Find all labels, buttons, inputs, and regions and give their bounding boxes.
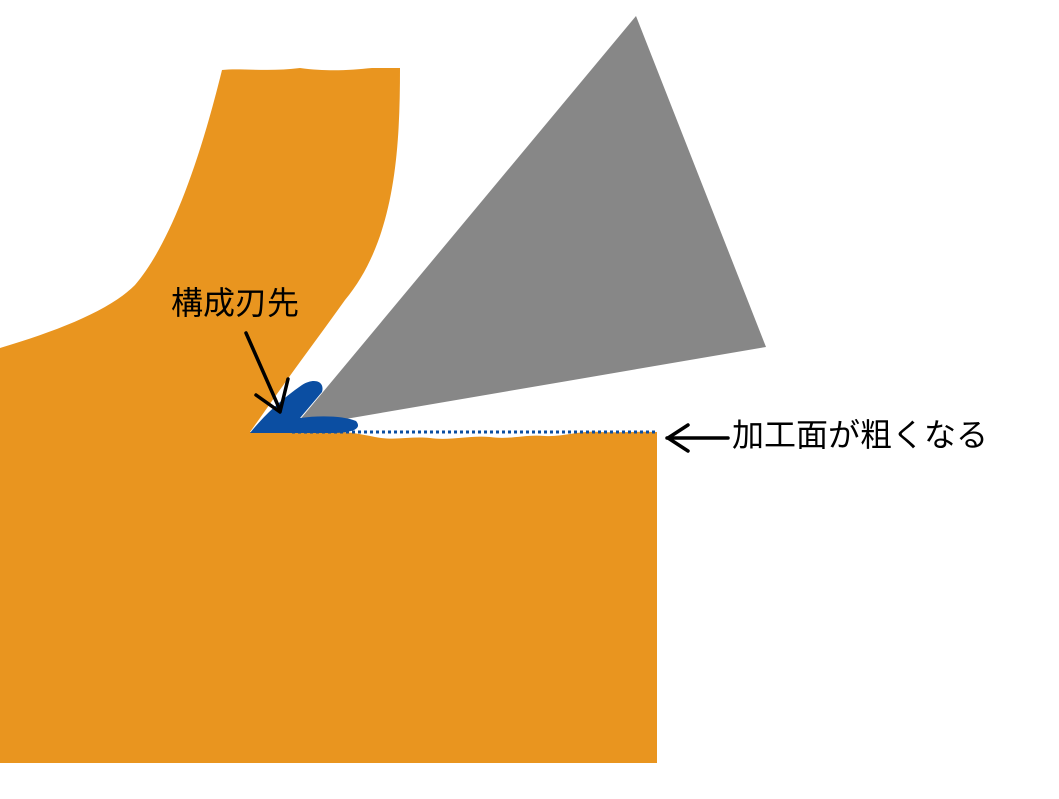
built-up-edge-label: 構成刃先 <box>171 284 300 322</box>
built-up-edge <box>250 381 359 433</box>
rough-surface-arrow <box>665 423 730 453</box>
built-up-edge-arrow <box>244 331 290 414</box>
rough-surface-label: 加工面が粗くなる <box>732 416 989 454</box>
chip <box>0 68 400 432</box>
workpiece <box>0 430 657 763</box>
cutting-tool <box>293 16 766 428</box>
